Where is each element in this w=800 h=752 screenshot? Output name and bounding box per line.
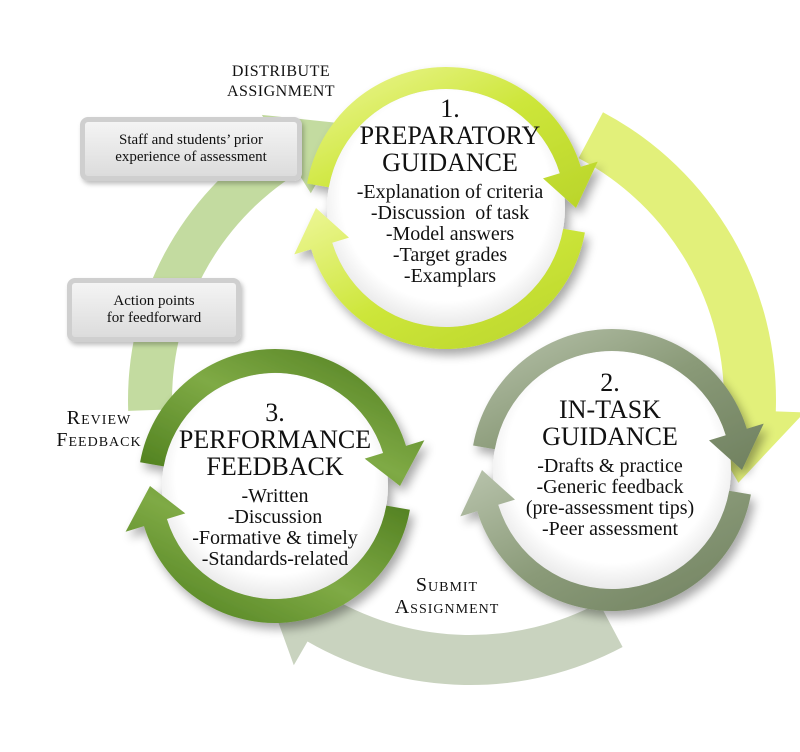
step-1-list: -Explanation of criteria -Discussion of … — [320, 182, 580, 287]
step-2-item: -Generic feedback — [536, 476, 684, 498]
distribute-label-line-2: ASSIGNMENT — [226, 83, 336, 100]
arrow-preparatory-to-intask — [578, 112, 800, 483]
step-3-item: -Formative & timely — [192, 527, 358, 549]
step-2-list: -Drafts & practice -Generic feedback (pr… — [495, 456, 725, 540]
circle2-top-arrow — [473, 329, 764, 470]
step-2-number: 2. — [600, 368, 620, 397]
action-points-line-1: Action points — [113, 293, 195, 309]
circle1-bottom-arrow — [294, 208, 585, 349]
circle1-inner-disc — [327, 89, 565, 327]
step-3-title: PERFORMANCE FEEDBACK — [165, 426, 385, 480]
action-points-line-2: for feedforward — [106, 310, 202, 326]
step-2-ring — [460, 329, 764, 611]
submit-assignment-label: Submit Assignment — [372, 574, 522, 618]
circle1-top-arrow — [307, 67, 598, 208]
submit-label-line-2: Assignment — [394, 596, 500, 618]
step-3-number: 3. — [265, 398, 285, 427]
step-3-title-line-2: FEEDBACK — [206, 452, 344, 481]
prior-experience-box: Staff and students’ prior experience of … — [80, 117, 302, 181]
step-1-item: -Target grades — [392, 244, 508, 266]
submit-label-line-1: Submit — [415, 574, 479, 596]
circle2-bottom-arrow — [460, 470, 751, 611]
step-1-item: -Explanation of criteria — [356, 181, 544, 203]
prior-experience-line-2: experience of assessment — [115, 149, 267, 165]
step-2-title-line-2: GUIDANCE — [542, 422, 678, 451]
distribute-label-line-1: DISTRIBUTE — [231, 63, 331, 80]
circle3-inner-disc — [162, 373, 388, 599]
step-2-title-line-1: IN-TASK — [559, 395, 661, 424]
step-3-content: 3. PERFORMANCE FEEDBACK -Written -Discus… — [165, 400, 385, 570]
step-3-list: -Written -Discussion -Formative & timely… — [165, 486, 385, 570]
prior-experience-line-1: Staff and students’ prior — [118, 132, 263, 148]
step-3-item: -Discussion — [227, 506, 323, 528]
step-1-content: 1. PREPARATORY GUIDANCE -Explanation of … — [320, 96, 580, 287]
circle2-inner-disc — [493, 351, 731, 589]
step-1-ring — [294, 67, 598, 349]
circle3-bottom-arrow — [125, 486, 410, 623]
step-1-item: -Model answers — [385, 223, 515, 245]
step-1-title: PREPARATORY GUIDANCE — [320, 122, 580, 176]
step-2-item: -Drafts & practice — [537, 455, 683, 477]
review-label-line-1: Review — [66, 407, 132, 429]
step-1-title-line-2: GUIDANCE — [382, 148, 518, 177]
step-3-item: -Written — [241, 485, 309, 507]
arrow-intask-to-performance — [261, 574, 623, 686]
step-1-item: -Discussion of task — [370, 202, 530, 224]
step-3-ring — [125, 349, 425, 623]
review-label-line-2: Feedback — [56, 429, 142, 451]
action-points-box: Action points for feedforward — [67, 278, 241, 342]
circle3-top-arrow — [140, 349, 425, 486]
step-3-item: -Standards-related — [201, 548, 349, 570]
step-2-item: -Peer assessment — [541, 518, 679, 540]
step-3-title-line-1: PERFORMANCE — [178, 425, 372, 454]
step-1-number: 1. — [440, 94, 460, 123]
step-2-title: IN-TASK GUIDANCE — [495, 396, 725, 450]
step-2-content: 2. IN-TASK GUIDANCE -Drafts & practice -… — [495, 370, 725, 540]
step-2-item: (pre-assessment tips) — [525, 497, 695, 519]
step-1-title-line-1: PREPARATORY — [359, 121, 541, 150]
distribute-assignment-label: DISTRIBUTE ASSIGNMENT — [196, 62, 366, 102]
step-1-item: -Examplars — [403, 265, 497, 287]
review-feedback-label: Review Feedback — [44, 407, 154, 451]
